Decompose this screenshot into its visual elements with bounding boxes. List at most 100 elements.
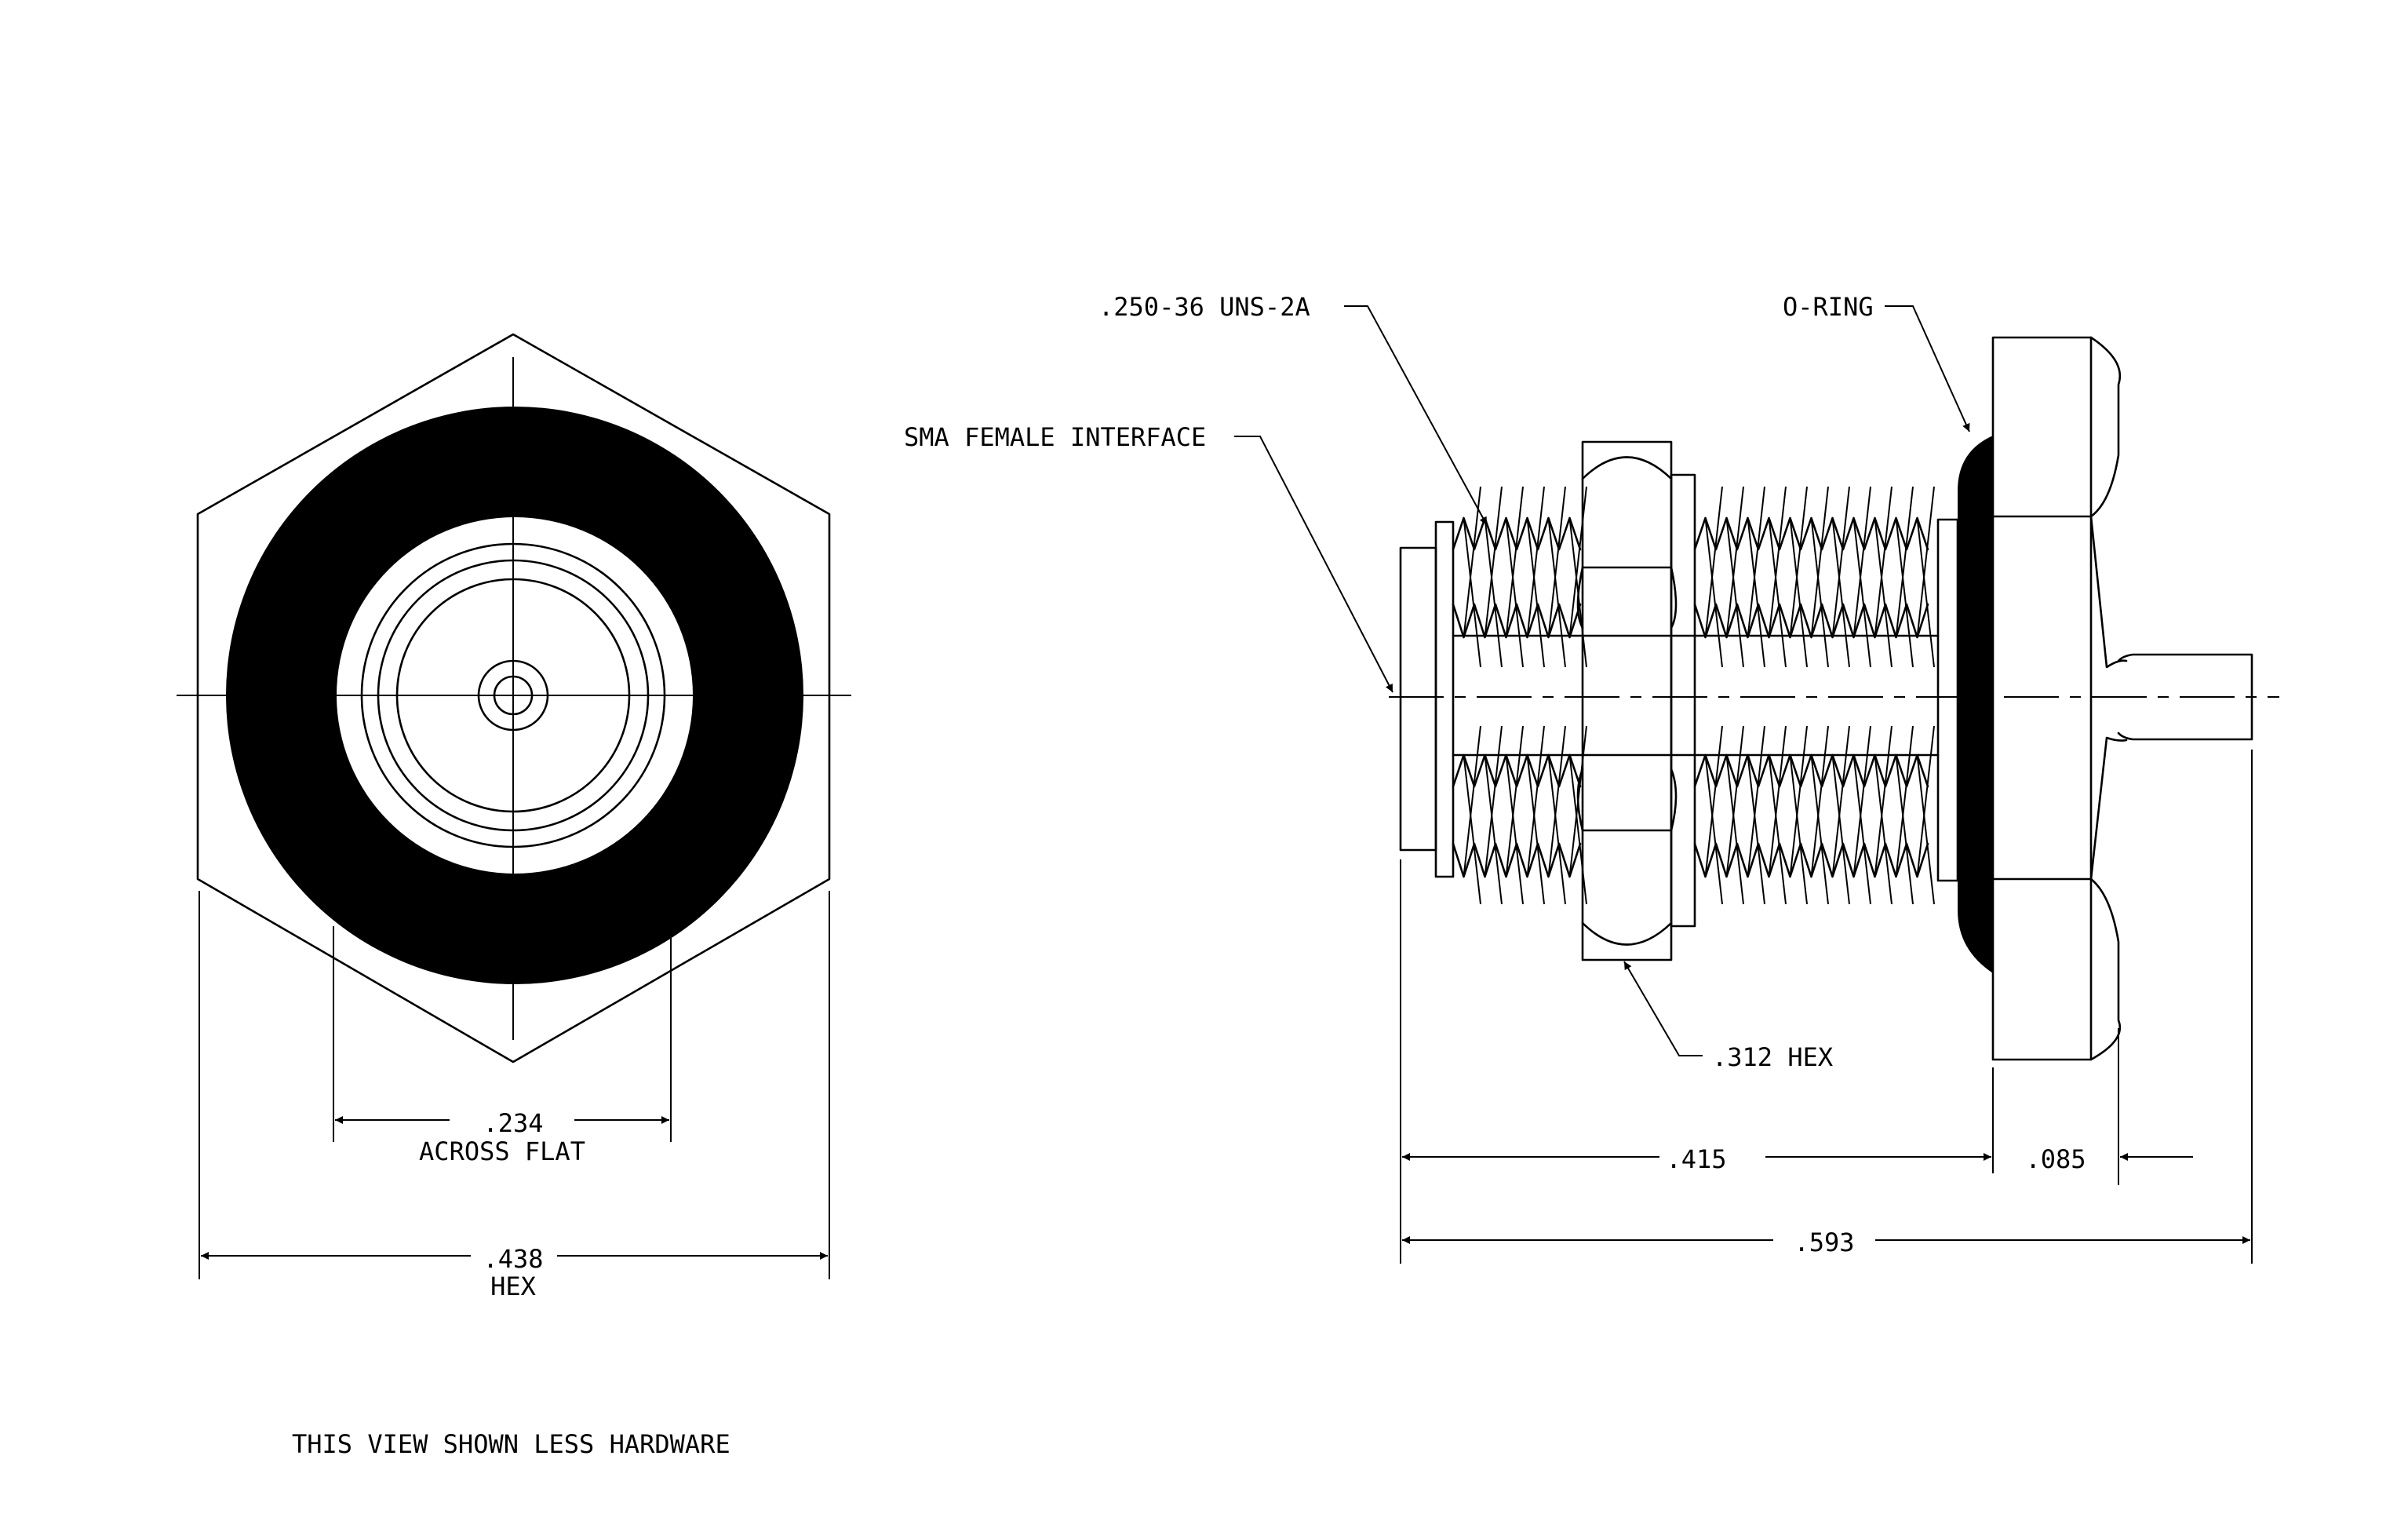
dim-234-label: ACROSS FLAT: [419, 1136, 585, 1166]
thread-flank: [1484, 725, 1503, 877]
front-hex-outline: [196, 333, 831, 1063]
thread-flank: [1916, 486, 1935, 638]
thread-flank: [1484, 486, 1503, 638]
thread-flank: [1810, 754, 1829, 905]
thread-profile: [1693, 516, 1929, 551]
thread-flank: [1810, 517, 1829, 668]
thread-flank: [1916, 754, 1935, 905]
thread-flank: [1547, 486, 1566, 638]
thread-flank: [1789, 725, 1808, 877]
thread-flank: [1852, 486, 1871, 638]
thread-flank: [1768, 754, 1787, 905]
thread-flank: [1463, 517, 1481, 668]
thread-flank: [1747, 486, 1765, 638]
side-oring: [1958, 436, 1993, 973]
callout-nut-hex-leader: [1623, 961, 1703, 1056]
thread-flank: [1916, 725, 1935, 877]
thread-flank: [1810, 486, 1829, 638]
callout-nut-hex-text: .312 HEX: [1712, 1042, 1833, 1072]
thread-flank: [1505, 725, 1524, 877]
flange-hex: [1991, 336, 2128, 1061]
thread-flank: [1852, 725, 1871, 877]
thread-flank: [1789, 517, 1808, 668]
thread-flank: [1725, 517, 1744, 668]
thread-flank: [1789, 754, 1808, 905]
dim-593-value: .593: [1794, 1228, 1854, 1257]
front-oring-ring: [226, 407, 803, 984]
thread-flank: [1725, 725, 1744, 877]
thread-flank: [1484, 517, 1503, 668]
thread-teeth: [1452, 486, 1935, 905]
thread-flank: [1895, 486, 1914, 638]
thread-flank: [1547, 725, 1566, 877]
thread-flank: [1747, 725, 1765, 877]
thread-flank: [1895, 725, 1914, 877]
thread-flank: [1704, 517, 1723, 668]
dim-438-label: HEX: [490, 1271, 536, 1301]
thread-flank: [1526, 517, 1545, 668]
thread-flank: [1874, 754, 1893, 905]
thread-flank: [1810, 725, 1829, 877]
hex-nut: [1576, 440, 1678, 961]
thread-profile: [1693, 842, 1929, 878]
thread-flank: [1484, 754, 1503, 905]
thread-flank: [1747, 517, 1765, 668]
thread-flank: [1895, 517, 1914, 668]
thread-profile: [1693, 753, 1929, 788]
thread-flank: [1547, 754, 1566, 905]
side-view: .250-36 UNS-2A SMA FEMALE INTERFACE O-RI…: [904, 292, 2279, 1264]
dim-438-value: .438: [483, 1244, 543, 1274]
thread-flank: [1831, 725, 1850, 877]
callout-interface-text: SMA FEMALE INTERFACE: [904, 422, 1206, 452]
thread-flank: [1526, 486, 1545, 638]
thread-flank: [1874, 725, 1893, 877]
thread-flank: [1704, 486, 1723, 638]
thread-flank: [1568, 754, 1587, 905]
thread-flank: [1747, 754, 1765, 905]
thread-flank: [1526, 754, 1545, 905]
thread-flank: [1463, 725, 1481, 877]
thread-flank: [1505, 517, 1524, 668]
thread-flank: [1505, 754, 1524, 905]
thread-flank: [1852, 517, 1871, 668]
callout-oring-text: O-RING: [1783, 292, 1874, 322]
thread-flank: [1725, 754, 1744, 905]
thread-flank: [1831, 486, 1850, 638]
dim-234-value: .234: [483, 1108, 543, 1138]
thread-flank: [1831, 517, 1850, 668]
thread-flank: [1768, 517, 1787, 668]
thread-flank: [1463, 486, 1481, 638]
thread-flank: [1895, 754, 1914, 905]
thread-flank: [1768, 486, 1787, 638]
thread-flank: [1568, 486, 1587, 638]
callout-thread-text: .250-36 UNS-2A: [1098, 292, 1310, 322]
thread-profile: [1452, 842, 1582, 878]
lock-washer: [1670, 473, 1696, 928]
thread-flank: [1463, 754, 1481, 905]
callout-oring-leader: [1885, 305, 1970, 432]
thread-flank: [1874, 486, 1893, 638]
thread-profile: [1452, 603, 1582, 639]
callout-thread-leader: [1344, 305, 1488, 526]
front-view: .234 ACROSS FLAT .438 HEX THIS VIEW SHOW…: [177, 333, 851, 1459]
thread-flank: [1874, 517, 1893, 668]
thread-flank: [1852, 754, 1871, 905]
thread-flank: [1916, 517, 1935, 668]
dim-415-value: .415: [1666, 1144, 1726, 1174]
interface-face: [1399, 546, 1437, 852]
front-thread-band: [1434, 520, 1455, 878]
thread-flank: [1526, 725, 1545, 877]
thread-flank: [1704, 725, 1723, 877]
thread-flank: [1704, 754, 1723, 905]
thread-flank: [1547, 517, 1566, 668]
thread-flank: [1505, 486, 1524, 638]
rear-washer: [1936, 518, 1959, 882]
thread-profile: [1452, 753, 1582, 788]
thread-profile: [1693, 603, 1929, 639]
thread-flank: [1768, 725, 1787, 877]
thread-flank: [1789, 486, 1808, 638]
thread-flank: [1831, 754, 1850, 905]
dim-085-value: .085: [2025, 1144, 2086, 1174]
callout-interface-leader: [1234, 436, 1393, 693]
thread-flank: [1725, 486, 1744, 638]
